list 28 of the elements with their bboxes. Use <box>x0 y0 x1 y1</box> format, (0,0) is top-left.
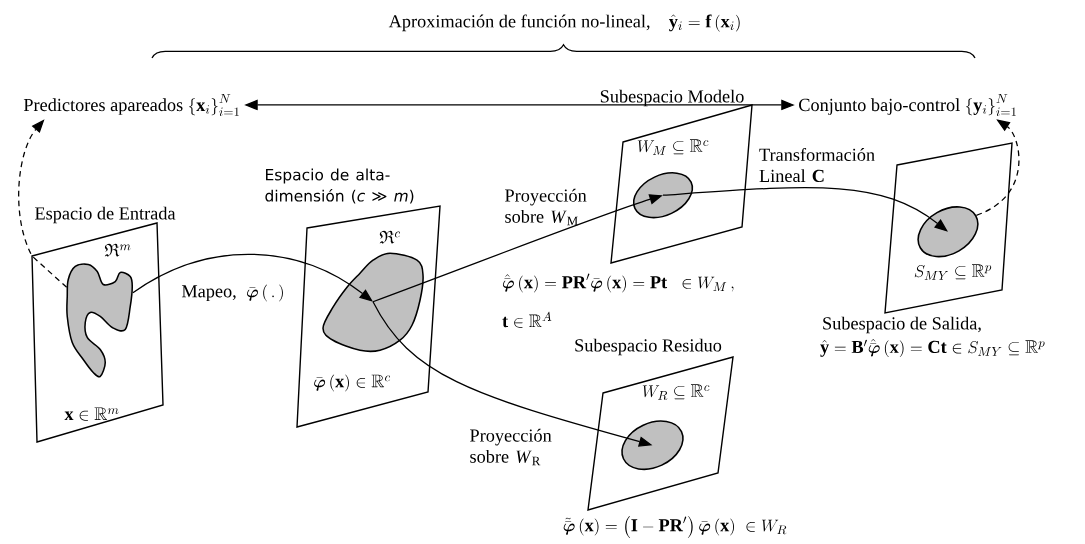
math-label: $\mathfrak{R}^{m}$ <box>104 243 131 257</box>
math-label: $\mathfrak{R}^{c}$ <box>379 230 401 244</box>
text-label: Conjunto bajo-control $\left\{\mathbf{y}_i\right\}_{i=1}^{N}$ <box>799 94 1016 116</box>
math-label: $W_M\subseteq\mathbb{R}^{c}$ <box>637 139 709 155</box>
blob <box>66 263 134 378</box>
edge-label: $\text{Mapeo,}\;\;\bar{\boldsymbol{\varphi}}\left(\,.\,\right)$ <box>181 284 283 302</box>
arrow <box>662 187 948 232</box>
edge-label: Proyección sobre W$_{M}$ <box>505 188 587 226</box>
plane-heading: Subespacio Modelo <box>600 89 744 107</box>
plane-heading: Espacio de alta-dimensión (c ≫ m) <box>265 168 414 204</box>
plane-label: Subespacio de Salida, <box>823 316 981 334</box>
text-label: Predictores apareados $\left\{\mathbf{x}_i\right\}_{i=1}^{N}$ <box>23 94 239 116</box>
plane-heading: Subespacio Residuo <box>575 338 722 356</box>
math-label: $\bar{\boldsymbol{\varphi}}\left(\mathbf{x}\right)\in\mathbb{R}^{c}$ <box>314 374 391 392</box>
arrow <box>132 253 373 302</box>
edge-label: Proyección sobre W$_{R}$ <box>470 428 552 466</box>
dashed-arrow <box>975 119 1020 216</box>
plane-heading: Espacio de Entrada <box>35 206 176 224</box>
math-label: $\hat{\bar{\boldsymbol{\varphi}}}\left(\mathbf{x}\right)=\mathbf{PR}'\bar{\boldsymbol{\varphi}}\left(\mathbf{x}\right)=\mathbf{Pt}\;\;\in W_M\,,$ <box>502 273 734 293</box>
math-label: $S_{MY}\subseteq\mathbb{R}^{p}$ <box>914 264 992 280</box>
math-label: $\mathbf{x}\in\mathbb{R}^{m}$ <box>64 407 119 421</box>
edge-label: Transformación Lineal C <box>759 147 875 183</box>
math-label: $\tilde{\bar{\boldsymbol{\varphi}}}\left(\mathbf{x}\right)=\left(\mathbf{I}-\mathbf{PR}'\right)\bar{\boldsymbol{\varphi}}\left(\mathbf{x}\right)\;\in W_R$ <box>563 516 787 538</box>
brace-label: $\text{Aproximación de función no-lineal,}\quad\hat{\mathbf{y}}_i=\mathbf{f}\left(\mathbf{x}_i\right)$ <box>388 14 740 32</box>
math-label: $\hat{\mathbf{y}}=\mathbf{B}'\hat{\bar{\boldsymbol{\varphi}}}\left(\mathbf{x}\right)=\mathbf{Ct}\in S_{MY}\subseteq\mathbb{R}^{p}$ <box>820 338 1045 358</box>
blob <box>322 252 424 353</box>
math-label: $\mathbf{t}\in\mathbb{R}^{A}$ <box>502 311 552 328</box>
math-label: $W_R\subseteq\mathbb{R}^{c}$ <box>642 384 710 400</box>
